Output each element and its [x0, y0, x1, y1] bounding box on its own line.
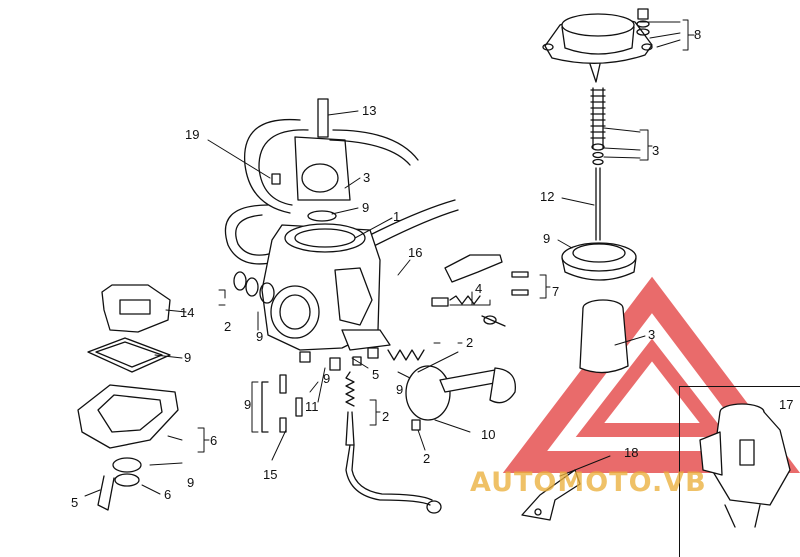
bracket-part	[444, 254, 529, 296]
callout-4: 4	[475, 281, 483, 296]
callout-5-hose: 5	[71, 495, 79, 510]
slide-part	[579, 299, 629, 374]
callout-2-bottom: 2	[423, 451, 431, 466]
o-ring-parts	[233, 271, 275, 304]
callout-6-drain: 6	[164, 487, 172, 502]
inset-frame	[679, 386, 800, 557]
callout-15: 15	[263, 467, 278, 482]
callout-9-spring: 9	[396, 382, 404, 397]
group-brackets	[197, 19, 695, 453]
callout-5-mid: 5	[372, 367, 380, 382]
lever-plate-part	[521, 469, 581, 521]
callout-14: 14	[180, 305, 195, 320]
callout-13: 13	[362, 103, 377, 118]
top-cap-part	[271, 98, 351, 222]
callout-1: 1	[393, 209, 401, 224]
callout-3-slide: 3	[648, 327, 656, 342]
gasket-part	[87, 337, 171, 373]
leader-lines	[84, 21, 681, 497]
throttle-shaft-part	[405, 365, 516, 431]
callout-8: 8	[694, 27, 702, 42]
callout-11: 11	[305, 399, 319, 414]
callout-10: 10	[481, 427, 496, 442]
callout-12: 12	[540, 189, 555, 204]
float-bowl-part	[77, 384, 179, 487]
callout-17: 17	[779, 397, 794, 412]
carburetor-exploded-diagram	[77, 8, 800, 528]
callout-6-bowl: 6	[210, 433, 218, 448]
jet-parts	[261, 347, 379, 433]
callout-3-top-cap: 3	[363, 170, 371, 185]
needle-assembly-part	[590, 87, 606, 241]
inset-carburetor-image	[699, 403, 791, 528]
top-cover-part	[542, 8, 653, 83]
callout-9-diaphragm: 9	[543, 231, 551, 246]
callout-9-bottom-left: 9	[244, 397, 252, 412]
spring-parts	[345, 349, 442, 514]
callout-3-needle-clips: 3	[652, 143, 660, 158]
diaphragm-part	[561, 242, 637, 281]
callout-9-top-ring: 9	[362, 200, 370, 215]
callout-9-bowl: 9	[187, 475, 195, 490]
drain-hose-part	[97, 475, 115, 511]
float-assembly-part	[101, 284, 171, 333]
callout-9-left: 9	[256, 329, 264, 344]
callout-2-right: 2	[466, 335, 474, 350]
callout-16: 16	[408, 245, 423, 260]
carburetor-body-part	[261, 223, 391, 351]
callout-18: 18	[624, 445, 639, 460]
idle-screw-part	[431, 295, 506, 327]
callout-7: 7	[552, 284, 560, 299]
callout-9-gasket: 9	[184, 350, 192, 365]
callout-19: 19	[185, 127, 200, 142]
hose-parts	[224, 118, 459, 265]
callout-9-jet: 9	[323, 371, 331, 386]
watermark-text: AUTOMOTO.VB	[470, 467, 707, 498]
callout-2-left: 2	[224, 319, 232, 334]
watermark-logo	[502, 276, 800, 473]
callout-2-cable: 2	[382, 409, 390, 424]
